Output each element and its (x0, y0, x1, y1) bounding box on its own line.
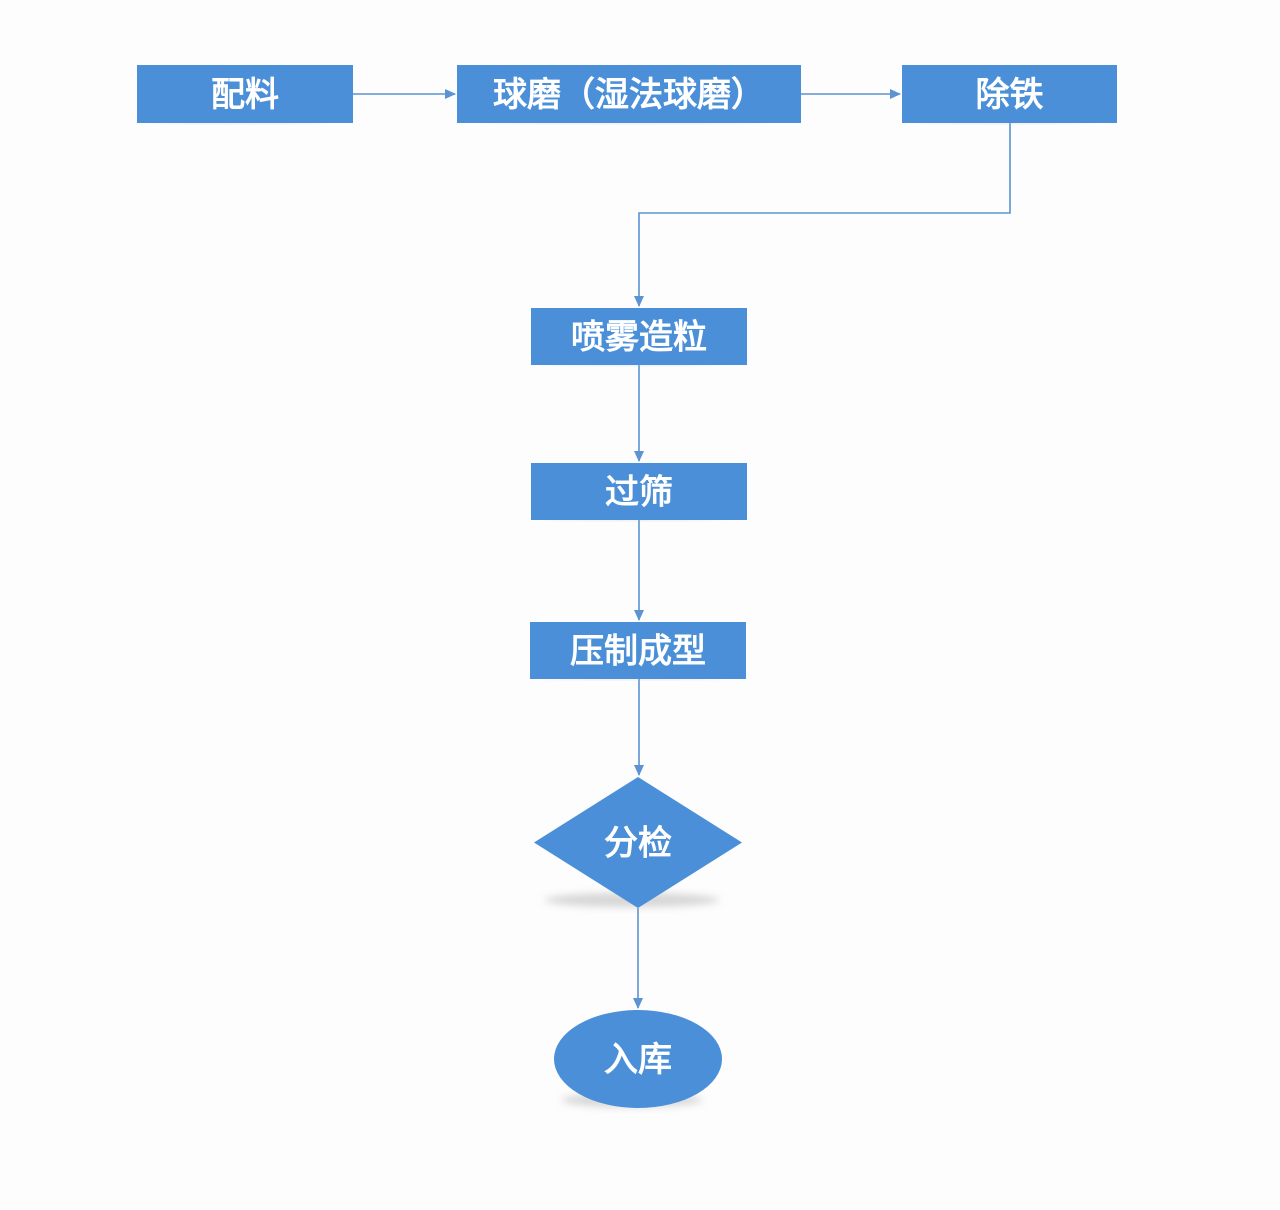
decision-diamond-shape (534, 777, 742, 908)
node-label: 过筛 (605, 473, 673, 513)
connector-iron-removal-to-spray-granulation (634, 123, 1011, 307)
node-label: 配料 (211, 75, 279, 115)
node-sorting-inspection: 分检 (534, 777, 742, 908)
connectors-layer (353, 89, 1011, 1009)
node-sieving: 过筛 (531, 463, 747, 520)
node-iron-removal: 除铁 (902, 65, 1117, 123)
process-box-shape (457, 65, 801, 123)
node-label: 除铁 (976, 75, 1044, 115)
node-label: 压制成型 (570, 632, 706, 672)
terminal-ellipse-shape (554, 1010, 722, 1108)
node-ball-milling: 球磨（湿法球磨） (457, 65, 801, 123)
process-box-shape (531, 463, 747, 520)
process-box-shape (530, 622, 746, 679)
node-warehousing: 入库 (554, 1010, 722, 1108)
node-label: 球磨（湿法球磨） (493, 75, 765, 115)
shadows-layer (148, 113, 1094, 1107)
process-box-shape (137, 65, 353, 123)
node-label: 喷雾造粒 (571, 318, 707, 358)
node-spray-granulation: 喷雾造粒 (531, 308, 747, 365)
process-box-shape (531, 308, 747, 365)
node-press-forming: 压制成型 (530, 622, 746, 679)
node-batching: 配料 (137, 65, 353, 123)
node-label: 分检 (604, 824, 672, 864)
node-label: 入库 (604, 1040, 672, 1080)
process-box-shape (902, 65, 1117, 123)
